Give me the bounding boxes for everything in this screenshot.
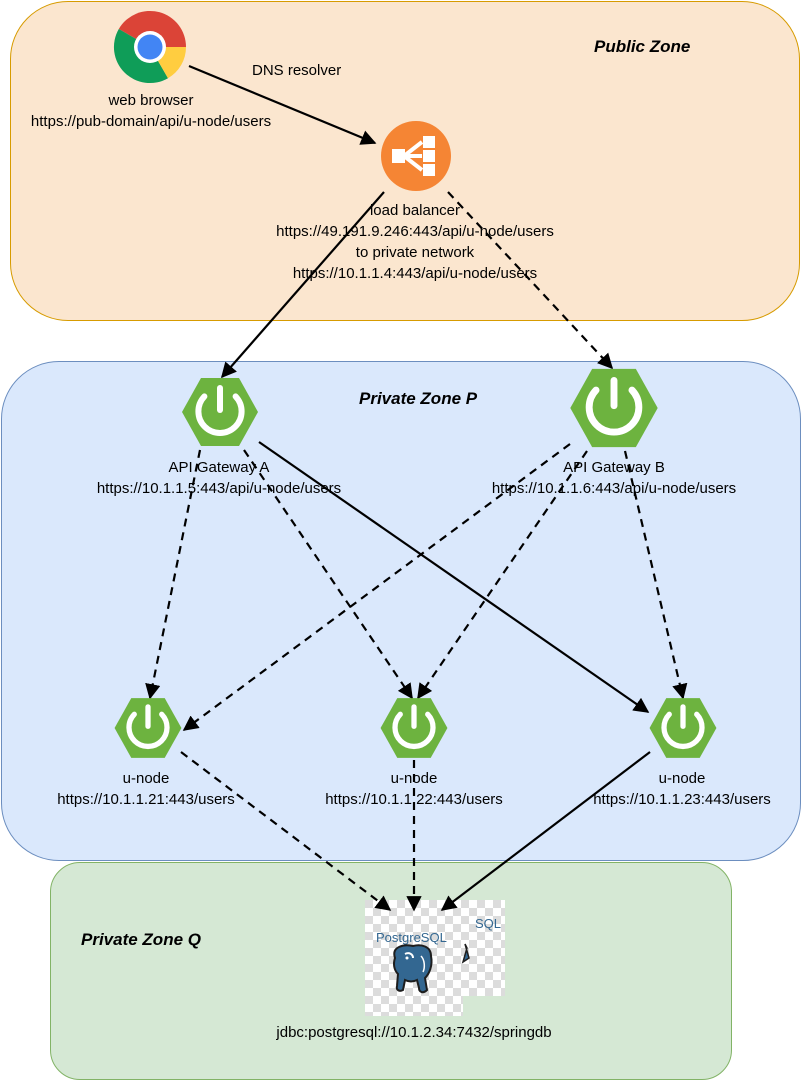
edge-browser-to-lb xyxy=(188,64,377,145)
lb-label: load balancer https://49.191.9.246:443/a… xyxy=(276,200,554,284)
edge-gateway-a-to-unode-1 xyxy=(145,449,202,700)
edge-gateway-a-to-unode-3 xyxy=(258,441,650,713)
spring-power-icon xyxy=(380,698,448,758)
private-zone-p-title: Private Zone P xyxy=(359,389,478,408)
lb-label-public-url: https://49.191.9.246:443/api/u-node/user… xyxy=(276,223,554,240)
postgresql-logo-text: PostgreSQL xyxy=(376,930,447,945)
postgresql-elephant-icon xyxy=(393,943,470,994)
postgresql-logo-text-partial: SQL xyxy=(475,916,501,931)
public-zone-title: Public Zone xyxy=(594,37,691,56)
browser-label-url: https://pub-domain/api/u-node/users xyxy=(30,113,272,130)
browser-label-name: web browser xyxy=(108,92,194,109)
gateway-a-url: https://10.1.1.5:443/api/u-node/users xyxy=(96,480,342,497)
unode-1-url: https://10.1.1.21:443/users xyxy=(57,791,235,808)
unode-3-label: u-node https://10.1.1.23:443/users xyxy=(593,768,771,810)
gateway-b-url: https://10.1.1.6:443/api/u-node/users xyxy=(491,480,737,497)
edge-lb-to-gateway-a xyxy=(220,191,385,379)
unode-2-name: u-node xyxy=(390,770,438,787)
load-balancer-icon xyxy=(381,121,451,191)
spring-power-icon xyxy=(114,698,182,758)
gateway-a-name: API Gateway A xyxy=(168,459,270,476)
edge-gateway-b-to-unode-1 xyxy=(182,443,571,731)
gateway-b-name: API Gateway B xyxy=(563,459,665,476)
edge-label-dns-resolver: DNS resolver xyxy=(250,62,344,79)
lb-label-name: load balancer xyxy=(369,202,461,219)
chrome-icon xyxy=(113,10,187,84)
database-label: jdbc:postgresql://10.1.2.34:7432/springd… xyxy=(276,1024,552,1041)
browser-label: web browser https://pub-domain/api/u-nod… xyxy=(31,90,271,132)
unode-3-url: https://10.1.1.23:443/users xyxy=(593,791,771,808)
lb-label-private-url: https://10.1.1.4:443/api/u-node/users xyxy=(292,265,538,282)
edge-unode-3-to-db xyxy=(440,751,651,911)
edge-gateway-b-to-unode-3 xyxy=(623,450,688,700)
private-zone-p xyxy=(1,361,801,861)
edge-unode-1-to-db xyxy=(180,751,392,911)
postgresql-image: PostgreSQL SQL xyxy=(365,900,505,1016)
edge-lb-to-gateway-b xyxy=(447,191,614,370)
spring-power-icon xyxy=(182,378,258,446)
unode-2-url: https://10.1.1.22:443/users xyxy=(325,791,503,808)
unode-3-name: u-node xyxy=(658,770,706,787)
unode-2-label: u-node https://10.1.1.22:443/users xyxy=(325,768,503,810)
spring-power-icon xyxy=(649,698,717,758)
private-zone-q-title: Private Zone Q xyxy=(81,930,201,949)
spring-power-icon xyxy=(570,368,658,448)
unode-1-label: u-node https://10.1.1.21:443/users xyxy=(57,768,235,810)
gateway-b-label: API Gateway B https://10.1.1.6:443/api/u… xyxy=(492,457,736,499)
unode-1-name: u-node xyxy=(122,770,170,787)
gateway-a-label: API Gateway A https://10.1.1.5:443/api/u… xyxy=(97,457,341,499)
edge-gateway-b-to-unode-2 xyxy=(417,450,588,700)
edge-gateway-a-to-unode-2 xyxy=(243,449,413,700)
lb-label-note: to private network xyxy=(355,244,475,261)
